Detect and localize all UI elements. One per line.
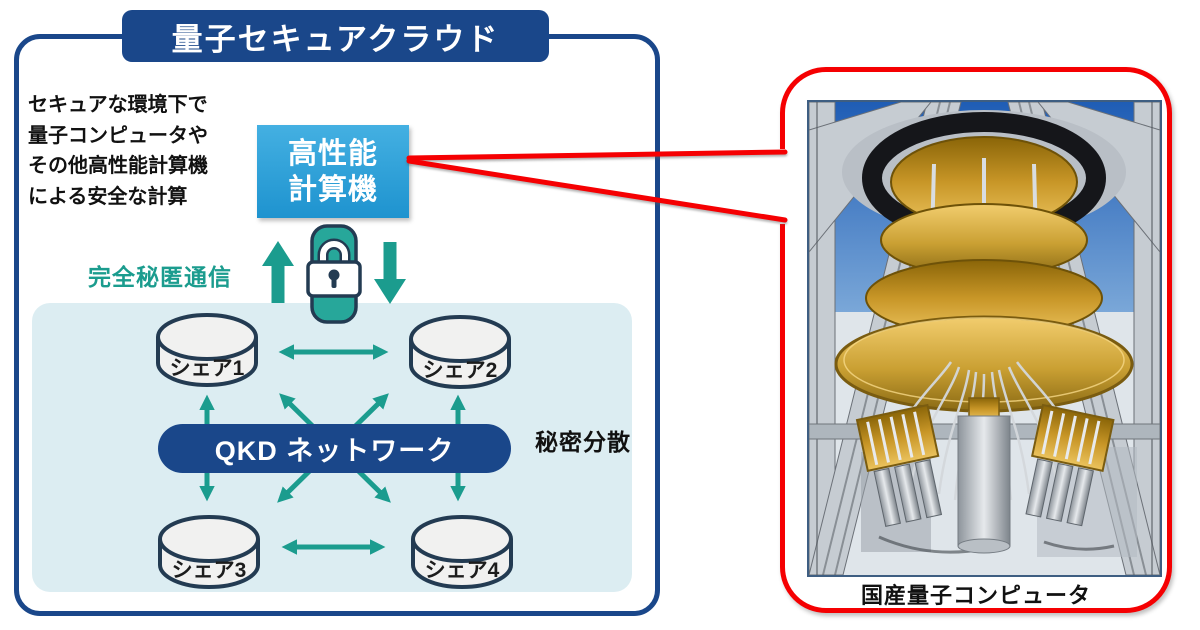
quantum-computer-illustration — [809, 102, 1160, 575]
database-icon — [158, 515, 260, 589]
share-label: シェア4 — [424, 559, 500, 582]
panel-title-box: 量子セキュアクラウド — [122, 10, 549, 62]
secure-comm-label: 完全秘匿通信 — [88, 264, 232, 290]
hpc-box-line1: 高性能 — [287, 137, 378, 170]
database-icon — [409, 315, 511, 389]
share-cylinder-4: シェア4 — [409, 513, 515, 591]
secret-sharing-label: 秘密分散 — [535, 429, 631, 455]
description-line: 量子コンピュータや — [28, 124, 208, 147]
description-line: その他高性能計算機 — [28, 155, 208, 177]
database-icon — [156, 313, 258, 387]
padlock-icon — [306, 224, 362, 324]
quantum-computer-callout-panel: 国産量子コンピュータ — [780, 67, 1172, 613]
qkd-network-pill: QKD ネットワーク — [158, 424, 511, 473]
callout-border-gap — [777, 149, 788, 224]
share-cylinder-1: シェア1 — [154, 311, 260, 389]
description-line: による安全な計算 — [28, 185, 188, 208]
share-label: シェア3 — [171, 559, 247, 582]
hpc-box-line2: 計算機 — [287, 173, 378, 206]
share-cylinder-2: シェア2 — [407, 313, 513, 391]
panel-title: 量子セキュアクラウド — [171, 21, 500, 57]
database-icon — [411, 515, 513, 589]
share-label: シェア1 — [169, 357, 245, 380]
share-cylinder-3: シェア3 — [156, 513, 262, 591]
hpc-box: 高性能 計算機 — [257, 125, 409, 218]
share-label: シェア2 — [422, 359, 498, 382]
quantum-computer-photo — [807, 100, 1162, 577]
description-text: セキュアな環境下で 量子コンピュータや その他高性能計算機 による安全な計算 — [28, 90, 208, 212]
description-line: セキュアな環境下で — [28, 94, 208, 116]
photo-caption: 国産量子コンピュータ — [860, 583, 1091, 608]
